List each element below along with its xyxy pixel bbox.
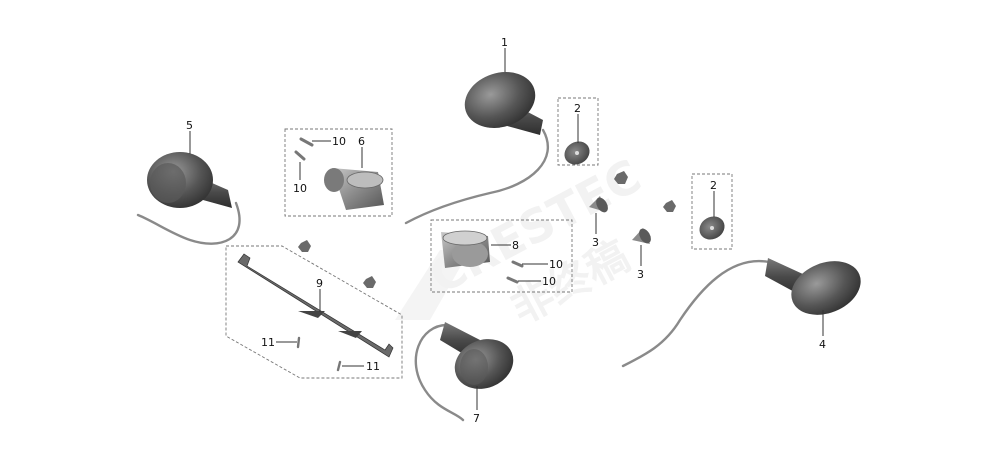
turn-signal-4 xyxy=(621,258,861,368)
leader-lines xyxy=(189,48,824,410)
screw-10d xyxy=(506,276,519,284)
grommet-2b xyxy=(699,216,725,240)
group-box-clamp-8 xyxy=(430,219,573,293)
group-box-grommet-2b xyxy=(691,173,733,250)
callout-3b: 3 xyxy=(637,268,644,281)
nut-d xyxy=(363,276,376,288)
callout-10a: 10 xyxy=(332,135,346,148)
callout-2b: 2 xyxy=(710,179,717,192)
callout-10d: 10 xyxy=(542,275,556,288)
collar-3a xyxy=(589,196,608,213)
group-box-plate-9 xyxy=(225,245,403,379)
lamp-7-wire xyxy=(414,323,465,422)
lamp-5-lens xyxy=(150,163,186,203)
lamp-7-lens xyxy=(460,349,488,385)
callout-8: 8 xyxy=(512,239,519,252)
lamp-1-body xyxy=(464,72,536,128)
callout-3a: 3 xyxy=(592,236,599,249)
mounting-plate-9 xyxy=(237,253,394,358)
callout-6: 6 xyxy=(358,135,365,148)
nut-b xyxy=(663,200,676,212)
callout-5: 5 xyxy=(186,119,193,132)
screw-10a xyxy=(299,137,314,147)
callout-11b: 11 xyxy=(366,360,380,373)
callout-7: 7 xyxy=(473,412,480,425)
clamp-bracket-8 xyxy=(441,230,490,268)
clamp-bracket-6 xyxy=(324,168,384,210)
group-box-clamp-6 xyxy=(284,128,393,217)
callout-2a: 2 xyxy=(574,102,581,115)
bolt-11a xyxy=(296,336,301,349)
callout-1: 1 xyxy=(501,36,508,49)
lamp-4-wire xyxy=(621,259,771,368)
callout-10b: 10 xyxy=(293,182,307,195)
group-box-grommet-2a xyxy=(557,97,599,166)
watermark-logo-icon xyxy=(395,250,470,320)
lamp-1-wire xyxy=(404,128,550,225)
watermark: CRESTEC 非终稿 xyxy=(395,149,650,333)
grommet-2a xyxy=(564,141,590,165)
callout-10c: 10 xyxy=(549,258,563,271)
collar-3b xyxy=(632,228,651,244)
callout-4: 4 xyxy=(819,338,826,351)
callout-labels: 1 2 2 3 3 4 5 6 7 8 9 10 10 10 10 11 11 xyxy=(186,36,826,425)
screw-10c xyxy=(511,260,524,268)
lamp-4-body xyxy=(791,261,861,315)
bolt-11b xyxy=(336,360,342,372)
turn-signal-5 xyxy=(136,152,241,245)
callout-9: 9 xyxy=(316,277,323,290)
callout-11a: 11 xyxy=(261,336,275,349)
turn-signal-1 xyxy=(404,72,550,225)
turn-signal-7 xyxy=(414,322,514,422)
lamp-5-wire xyxy=(136,201,241,245)
screw-10b xyxy=(294,150,306,161)
nut-a xyxy=(614,171,628,184)
nut-c xyxy=(298,240,311,252)
